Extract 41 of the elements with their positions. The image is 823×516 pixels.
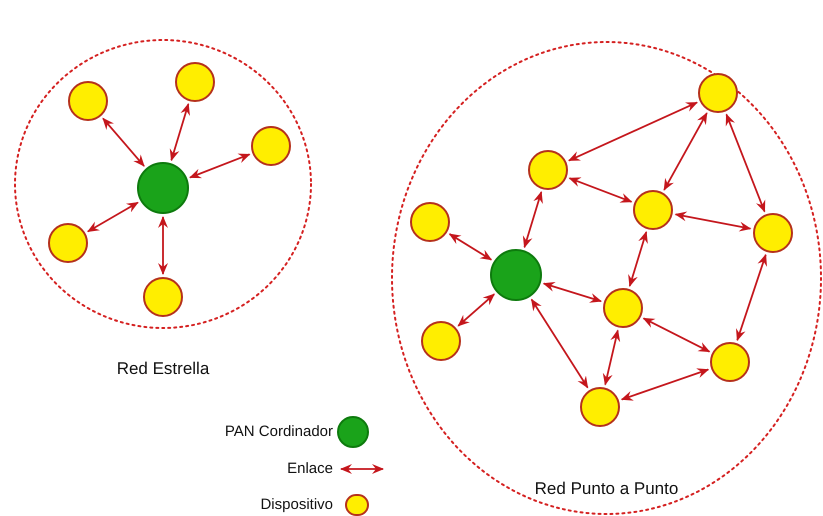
network-title: Red Punto a Punto (534, 480, 680, 497)
legend-label: Enlace (287, 461, 333, 476)
device-node (175, 62, 215, 102)
double-arrow (568, 177, 632, 203)
double-arrow (522, 191, 543, 248)
device-node (143, 277, 183, 317)
double-arrow (620, 368, 710, 401)
coordinator-node (490, 249, 542, 301)
device-node (753, 213, 793, 253)
double-arrow (628, 231, 648, 287)
double-arrow (458, 293, 495, 326)
double-arrow (170, 103, 190, 162)
device-node (68, 81, 108, 121)
double-arrow (736, 254, 767, 342)
coordinator-node (137, 162, 189, 214)
double-arrow (189, 154, 250, 178)
legend-label: Dispositivo (260, 497, 333, 512)
double-arrow (568, 102, 698, 162)
network-title: Red Estrella (116, 360, 210, 377)
double-arrow (602, 329, 620, 386)
double-arrow (102, 118, 145, 167)
device-node (251, 126, 291, 166)
double-arrow (726, 113, 766, 213)
device-node (698, 73, 738, 113)
device-node (48, 223, 88, 263)
legend-label: PAN Cordinador (224, 424, 333, 439)
double-arrow (158, 216, 168, 275)
device-node (580, 387, 620, 427)
double-arrow (530, 298, 588, 388)
device-node (528, 150, 568, 190)
device-node (421, 321, 461, 361)
device-node (603, 288, 643, 328)
double-arrow (448, 233, 492, 261)
double-arrow (542, 282, 602, 303)
double-arrow (642, 318, 710, 352)
device-node (710, 342, 750, 382)
device-node (633, 190, 673, 230)
double-arrow (87, 202, 139, 232)
double-arrow (663, 112, 708, 191)
double-arrow (674, 212, 752, 232)
device-node (410, 202, 450, 242)
